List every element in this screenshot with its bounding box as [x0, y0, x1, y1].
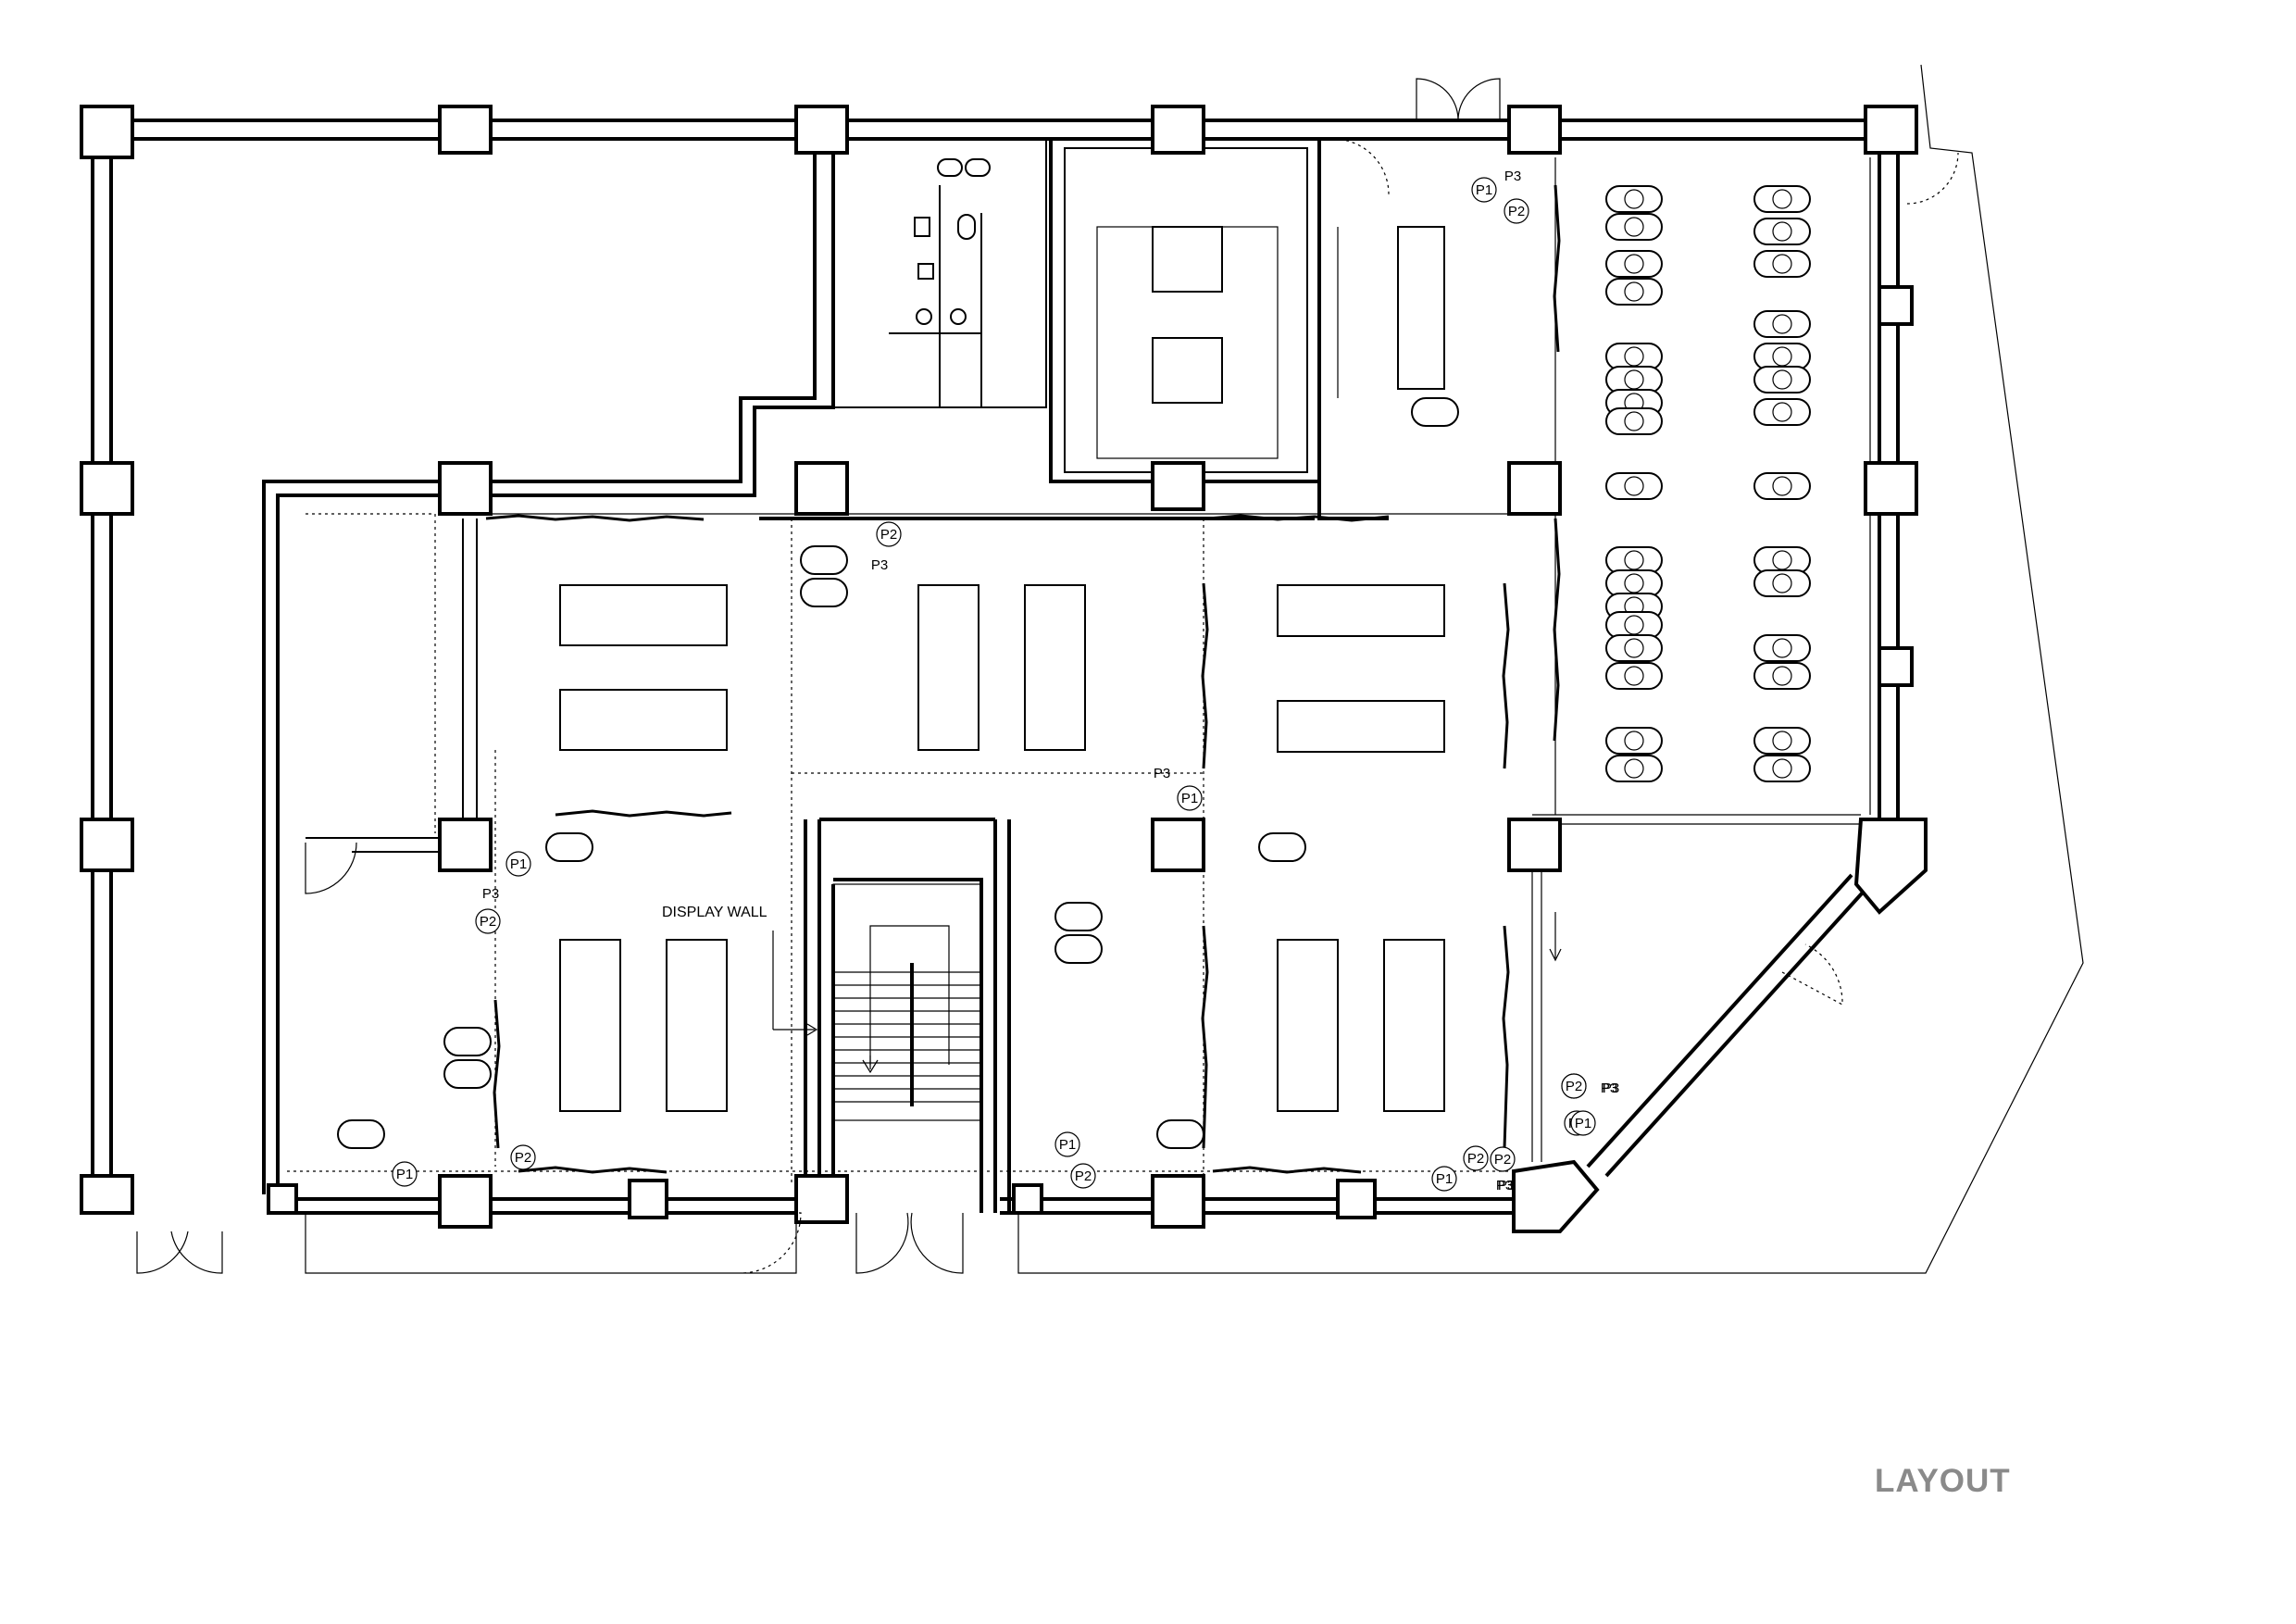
- svg-text:P3: P3: [1601, 1081, 1617, 1096]
- shoe-display-unit: [1605, 662, 1663, 690]
- svg-text:P3: P3: [482, 886, 499, 902]
- fixture-tag-p3: P3: [1504, 169, 1521, 184]
- fixture-tag-p2: P2: [1561, 1073, 1587, 1099]
- shoe-display-unit: [1753, 755, 1811, 782]
- svg-text:P3: P3: [1498, 1178, 1515, 1193]
- svg-text:P2: P2: [1508, 204, 1525, 219]
- display-tables: [559, 226, 1445, 1112]
- svg-text:P3: P3: [1496, 1178, 1513, 1193]
- fixture-tag-p3: P3: [871, 557, 888, 573]
- shoe-display-unit: [1605, 278, 1663, 306]
- shoe-display-unit: [1605, 185, 1663, 213]
- shoe-display-unit: [1605, 343, 1663, 370]
- shoe-display-unit: [1753, 546, 1811, 574]
- drawing-title: LAYOUT: [1875, 1463, 2011, 1499]
- staircase: [772, 883, 1562, 1121]
- shoe-display-units: [1605, 185, 1811, 782]
- fixture-tag-p1: P1: [1177, 785, 1203, 811]
- shoe-display-unit: [1753, 366, 1811, 394]
- shoe-display-unit: [1753, 343, 1811, 370]
- svg-text:P3: P3: [871, 557, 888, 573]
- fixture-tag-p1: P1: [1431, 1166, 1457, 1192]
- display-wall-label: DISPLAY WALL: [662, 905, 767, 920]
- shoe-display-unit: [1753, 310, 1811, 338]
- svg-text:P1: P1: [1059, 1137, 1076, 1153]
- shoe-display-unit: [1605, 407, 1663, 435]
- svg-text:P2: P2: [880, 527, 897, 543]
- shoe-display-unit: [1605, 366, 1663, 394]
- pouf-seats: [337, 397, 1459, 1149]
- fixture-tag-p2: P2: [1070, 1163, 1096, 1189]
- fixture-tag-p1: P1: [1471, 177, 1497, 203]
- svg-text:P1: P1: [1476, 182, 1492, 198]
- fixture-tag-p1: P1: [392, 1161, 418, 1187]
- shoe-display-unit: [1605, 727, 1663, 755]
- interior-partitions: [287, 64, 2084, 1274]
- fixture-tag-p2: P2: [475, 908, 501, 934]
- shoe-display-unit: [1753, 250, 1811, 278]
- svg-text:P1: P1: [1181, 791, 1198, 806]
- svg-text:P2: P2: [1494, 1152, 1511, 1168]
- svg-text:P2: P2: [1467, 1151, 1484, 1167]
- shoe-display-unit: [1753, 398, 1811, 426]
- fixture-tag-p2: P2: [1504, 198, 1529, 224]
- svg-text:P2: P2: [480, 914, 496, 930]
- doors: [136, 78, 1959, 1274]
- svg-text:P2: P2: [515, 1150, 531, 1166]
- fixture-tag-p3: P3: [1496, 1178, 1513, 1193]
- svg-text:P3: P3: [1603, 1081, 1619, 1096]
- svg-text:P1: P1: [1436, 1171, 1453, 1187]
- fixture-tag-p3: P3: [1154, 766, 1170, 781]
- wc-fixtures: [914, 158, 991, 325]
- shoe-display-unit: [1605, 569, 1663, 597]
- fixture-tag-p2: P2: [1463, 1145, 1489, 1171]
- display-walls: [485, 184, 1561, 1174]
- fixture-tag-p3: P3: [1601, 1081, 1617, 1096]
- svg-text:P1: P1: [510, 856, 527, 872]
- svg-text:P3: P3: [1154, 766, 1170, 781]
- fixture-tag-p3: P3: [1498, 1178, 1515, 1193]
- fixture-tags: P1P2P3P2P3P1P3P2P1P2P1P2P3P1P2P1P2P3P2P3…: [392, 169, 1619, 1193]
- shoe-display-unit: [1753, 185, 1811, 213]
- shoe-display-unit: [1605, 472, 1663, 500]
- shoe-display-unit: [1605, 250, 1663, 278]
- svg-text:P3: P3: [1504, 169, 1521, 184]
- fixture-tag-p2: P2: [510, 1144, 536, 1170]
- shoe-display-unit: [1753, 634, 1811, 662]
- shoe-display-unit: [1753, 218, 1811, 245]
- fixture-tag-p2: P2: [1490, 1146, 1516, 1172]
- shoe-display-unit: [1753, 569, 1811, 597]
- shoe-display-unit: [1605, 213, 1663, 241]
- fixture-tag-p3: P3: [1603, 1081, 1619, 1096]
- fixture-tag-p3: P3: [482, 886, 499, 902]
- shoe-display-unit: [1753, 727, 1811, 755]
- shoe-display-unit: [1605, 755, 1663, 782]
- fixture-tag-p2: P2: [876, 521, 902, 547]
- shoe-display-unit: [1605, 634, 1663, 662]
- shoe-display-unit: [1753, 662, 1811, 690]
- svg-text:P1: P1: [1575, 1116, 1591, 1131]
- fixture-tag-p1: P1: [1570, 1110, 1596, 1136]
- svg-text:P2: P2: [1075, 1168, 1092, 1184]
- shoe-display-unit: [1605, 546, 1663, 574]
- svg-text:P2: P2: [1566, 1079, 1582, 1094]
- structural-columns: [80, 105, 1928, 1233]
- fixture-tag-p1: P1: [505, 851, 531, 877]
- svg-text:P1: P1: [396, 1167, 413, 1182]
- shoe-display-unit: [1753, 472, 1811, 500]
- fixture-tag-p1: P1: [1054, 1131, 1080, 1157]
- shoe-display-unit: [1605, 611, 1663, 639]
